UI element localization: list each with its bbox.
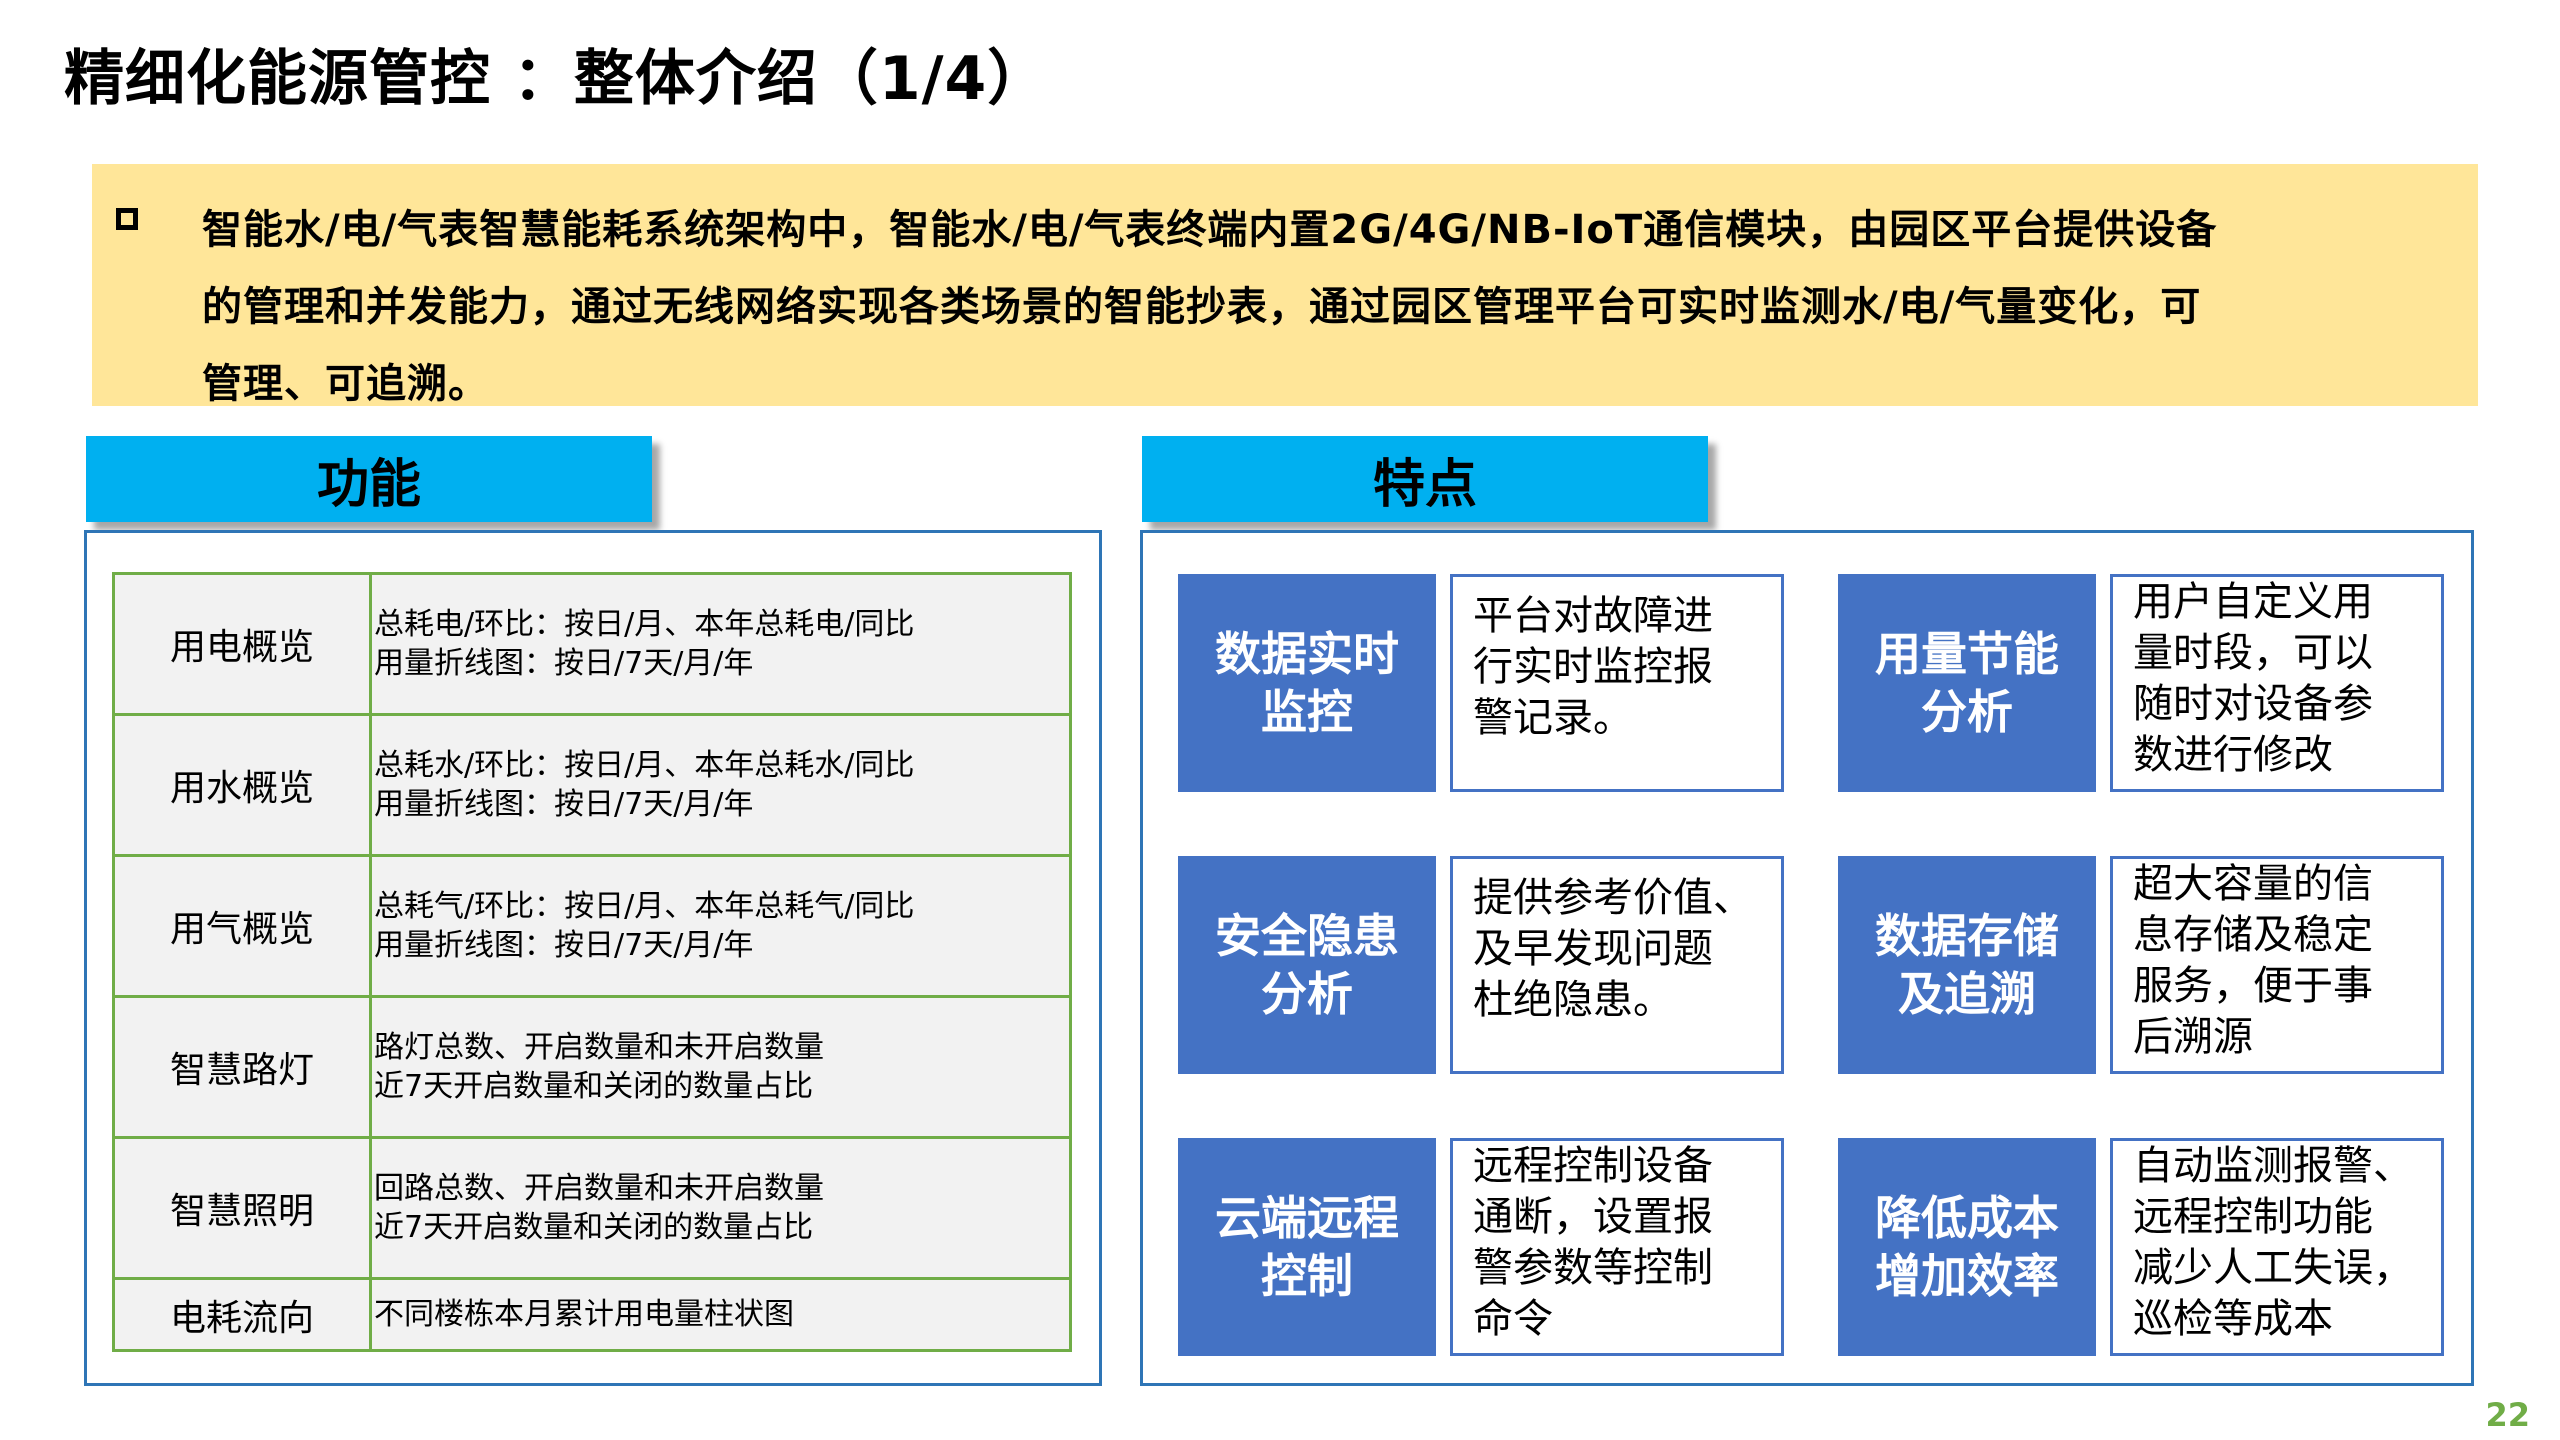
page-number: 22	[2485, 1396, 2530, 1434]
feature-label-line: 数据实时	[1215, 627, 1399, 681]
feature-desc-line: 息存储及稳定	[2133, 912, 2373, 958]
function-desc-line: 路灯总数、开启数量和未开启数量	[374, 1030, 824, 1065]
square-bullet-icon	[116, 208, 138, 230]
function-desc-line: 不同楼栋本月累计用电量柱状图	[374, 1297, 794, 1332]
function-name: 电耗流向	[112, 1277, 372, 1352]
feature-desc-line: 平台对故障进	[1473, 593, 1713, 639]
function-desc-line: 用量折线图：按日/7天/月/年	[374, 787, 754, 822]
function-desc-line: 回路总数、开启数量和未开启数量	[374, 1171, 824, 1206]
feature-label-line: 分析	[1921, 685, 2013, 739]
feature-desc: 平台对故障进 行实时监控报 警记录。	[1450, 574, 1784, 792]
function-desc-line: 用量折线图：按日/7天/月/年	[374, 646, 754, 681]
feature-desc-line: 行实时监控报	[1473, 644, 1713, 690]
function-name: 智慧路灯	[112, 995, 372, 1139]
feature-label: 安全隐患 分析	[1178, 856, 1436, 1074]
feature-desc: 超大容量的信 息存储及稳定 服务，便于事 后溯源	[2110, 856, 2444, 1074]
page-title: 精细化能源管控 ：整体介绍（1/4）	[64, 44, 1049, 114]
table-row: 用电概览 总耗电/环比：按日/月、本年总耗电/同比 用量折线图：按日/7天/月/…	[112, 572, 1072, 716]
feature-label-line: 数据存储	[1875, 909, 2059, 963]
function-desc-line: 总耗电/环比：按日/月、本年总耗电/同比	[374, 607, 915, 642]
feature-desc-line: 警记录。	[1473, 695, 1633, 741]
feature-desc: 用户自定义用 量时段，可以 随时对设备参 数进行修改	[2110, 574, 2444, 792]
function-desc-line: 总耗水/环比：按日/月、本年总耗水/同比	[374, 748, 915, 783]
feature-label-line: 降低成本	[1875, 1191, 2059, 1245]
feature-desc-line: 巡检等成本	[2133, 1296, 2333, 1342]
feature-desc-line: 用户自定义用	[2133, 579, 2373, 625]
feature-label: 云端远程 控制	[1178, 1138, 1436, 1356]
feature-label-line: 增加效率	[1875, 1249, 2059, 1303]
feature-label: 数据实时 监控	[1178, 574, 1436, 792]
function-name: 智慧照明	[112, 1136, 372, 1280]
feature-card: 云端远程 控制 远程控制设备 通断，设置报 警参数等控制 命令	[1178, 1138, 1798, 1356]
intro-text: 智能水/电/气表智慧能耗系统架构中，智能水/电/气表终端内置2G/4G/NB-I…	[202, 192, 2438, 423]
intro-line: 管理、可追溯。	[202, 361, 489, 407]
feature-desc: 自动监测报警、 远程控制功能 减少人工失误， 巡检等成本	[2110, 1138, 2444, 1356]
feature-label-line: 控制	[1261, 1249, 1353, 1303]
function-desc: 总耗水/环比：按日/月、本年总耗水/同比 用量折线图：按日/7天/月/年	[369, 713, 1072, 857]
feature-desc-line: 服务，便于事	[2133, 963, 2373, 1009]
function-desc: 不同楼栋本月累计用电量柱状图	[369, 1277, 1072, 1352]
table-row: 用气概览 总耗气/环比：按日/月、本年总耗气/同比 用量折线图：按日/7天/月/…	[112, 854, 1072, 998]
feature-desc-line: 超大容量的信	[2133, 861, 2373, 907]
function-desc-line: 近7天开启数量和关闭的数量占比	[374, 1069, 814, 1104]
feature-card: 安全隐患 分析 提供参考价值、 及早发现问题 杜绝隐患。	[1178, 856, 1798, 1074]
intro-line: 智能水/电/气表智慧能耗系统架构中，智能水/电/气表终端内置2G/4G/NB-I…	[202, 207, 2218, 253]
feature-desc-line: 提供参考价值、	[1473, 875, 1753, 921]
feature-label-line: 及追溯	[1898, 967, 2036, 1021]
table-row: 用水概览 总耗水/环比：按日/月、本年总耗水/同比 用量折线图：按日/7天/月/…	[112, 713, 1072, 857]
function-name: 用水概览	[112, 713, 372, 857]
feature-label: 降低成本 增加效率	[1838, 1138, 2096, 1356]
feature-card: 数据实时 监控 平台对故障进 行实时监控报 警记录。	[1178, 574, 1798, 792]
function-desc: 回路总数、开启数量和未开启数量 近7天开启数量和关闭的数量占比	[369, 1136, 1072, 1280]
function-name: 用气概览	[112, 854, 372, 998]
feature-desc-line: 减少人工失误，	[2133, 1245, 2413, 1291]
feature-label: 用量节能 分析	[1838, 574, 2096, 792]
function-desc: 路灯总数、开启数量和未开启数量 近7天开启数量和关闭的数量占比	[369, 995, 1072, 1139]
feature-label-line: 用量节能	[1875, 627, 2059, 681]
feature-desc-line: 远程控制功能	[2133, 1194, 2373, 1240]
feature-card: 用量节能 分析 用户自定义用 量时段，可以 随时对设备参 数进行修改	[1838, 574, 2458, 792]
table-row: 电耗流向 不同楼栋本月累计用电量柱状图	[112, 1277, 1072, 1352]
feature-card: 数据存储 及追溯 超大容量的信 息存储及稳定 服务，便于事 后溯源	[1838, 856, 2458, 1074]
feature-label-line: 安全隐患	[1215, 909, 1399, 963]
feature-desc-line: 后溯源	[2133, 1014, 2253, 1060]
feature-desc-line: 量时段，可以	[2133, 630, 2373, 676]
feature-desc-line: 杜绝隐患。	[1473, 977, 1673, 1023]
feature-label-line: 云端远程	[1215, 1191, 1399, 1245]
feature-desc-line: 通断，设置报	[1473, 1194, 1713, 1240]
function-desc-line: 用量折线图：按日/7天/月/年	[374, 928, 754, 963]
features-header: 特点	[1142, 436, 1708, 522]
feature-label-line: 监控	[1261, 685, 1353, 739]
functions-header: 功能	[86, 436, 652, 522]
feature-label-line: 分析	[1261, 967, 1353, 1021]
function-desc: 总耗电/环比：按日/月、本年总耗电/同比 用量折线图：按日/7天/月/年	[369, 572, 1072, 716]
functions-table: 用电概览 总耗电/环比：按日/月、本年总耗电/同比 用量折线图：按日/7天/月/…	[112, 572, 1072, 1352]
feature-desc-line: 警参数等控制	[1473, 1245, 1713, 1291]
feature-desc-line: 随时对设备参	[2133, 681, 2373, 727]
intro-box: 智能水/电/气表智慧能耗系统架构中，智能水/电/气表终端内置2G/4G/NB-I…	[92, 164, 2478, 407]
intro-line: 的管理和并发能力，通过无线网络实现各类场景的智能抄表，通过园区管理平台可实时监测…	[202, 284, 2202, 330]
feature-desc: 远程控制设备 通断，设置报 警参数等控制 命令	[1450, 1138, 1784, 1356]
function-name: 用电概览	[112, 572, 372, 716]
feature-label: 数据存储 及追溯	[1838, 856, 2096, 1074]
feature-desc-line: 数进行修改	[2133, 732, 2333, 778]
feature-desc-line: 远程控制设备	[1473, 1143, 1713, 1189]
feature-desc-line: 自动监测报警、	[2133, 1143, 2413, 1189]
feature-card: 降低成本 增加效率 自动监测报警、 远程控制功能 减少人工失误， 巡检等成本	[1838, 1138, 2458, 1356]
table-row: 智慧照明 回路总数、开启数量和未开启数量 近7天开启数量和关闭的数量占比	[112, 1136, 1072, 1280]
feature-desc: 提供参考价值、 及早发现问题 杜绝隐患。	[1450, 856, 1784, 1074]
feature-desc-line: 及早发现问题	[1473, 926, 1713, 972]
function-desc-line: 近7天开启数量和关闭的数量占比	[374, 1210, 814, 1245]
feature-desc-line: 命令	[1473, 1296, 1553, 1342]
table-row: 智慧路灯 路灯总数、开启数量和未开启数量 近7天开启数量和关闭的数量占比	[112, 995, 1072, 1139]
function-desc: 总耗气/环比：按日/月、本年总耗气/同比 用量折线图：按日/7天/月/年	[369, 854, 1072, 998]
function-desc-line: 总耗气/环比：按日/月、本年总耗气/同比	[374, 889, 915, 924]
